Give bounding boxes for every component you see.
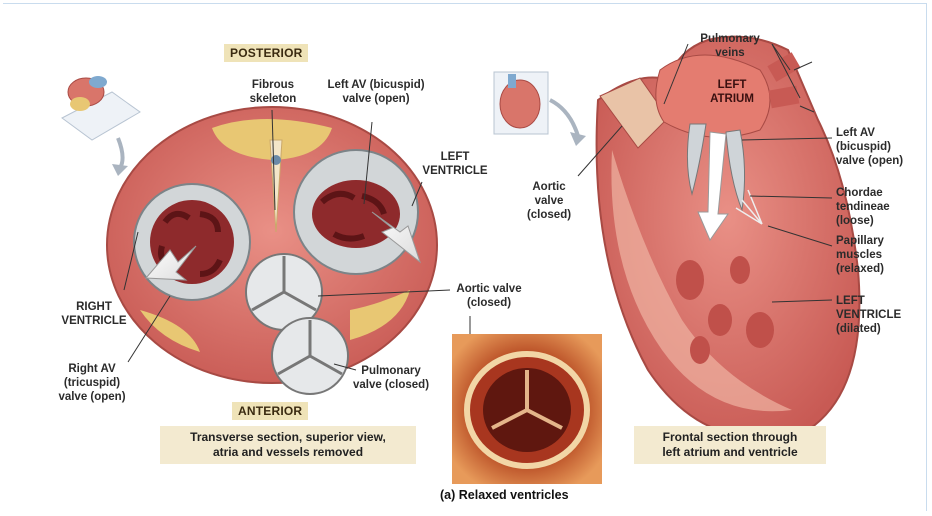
bicuspid-valve bbox=[294, 150, 418, 274]
frontal-caption: Frontal section through left atrium and … bbox=[634, 426, 826, 464]
left-atrium-label: LEFT ATRIUM bbox=[700, 78, 764, 106]
transverse-section bbox=[62, 76, 450, 394]
left-av-bicuspid-label: Left AV (bicuspid) valve (open) bbox=[836, 126, 926, 168]
orientation-heart-icon bbox=[494, 72, 586, 146]
pulmonary-valve-label: Pulmonary valve (closed) bbox=[336, 364, 446, 392]
posterior-label: POSTERIOR bbox=[224, 44, 308, 62]
right-ventricle-label: RIGHT VENTRICLE bbox=[50, 300, 138, 328]
aortic-valve-label: Aortic valve (closed) bbox=[444, 282, 534, 310]
coronary-vessel bbox=[271, 155, 281, 165]
aortic-valve-closed-label: Aortic valve (closed) bbox=[514, 180, 584, 222]
pulmonary-veins-label: Pulmonary veins bbox=[690, 32, 770, 60]
transverse-caption: Transverse section, superior view, atria… bbox=[160, 426, 416, 464]
valve-photo bbox=[452, 316, 602, 484]
papillary-muscles-label: Papillary muscles (relaxed) bbox=[836, 234, 926, 276]
left-ventricle-dilated-label: LEFT VENTRICLE (dilated) bbox=[836, 294, 926, 336]
left-av-valve-open-label: Left AV (bicuspid) valve (open) bbox=[316, 78, 436, 106]
tricuspid-valve bbox=[134, 184, 250, 300]
figure-title: (a) Relaxed ventricles bbox=[440, 488, 569, 502]
anterior-label: ANTERIOR bbox=[232, 402, 308, 420]
orientation-heart-icon bbox=[62, 76, 140, 176]
chordae-tendineae-label: Chordae tendineae (loose) bbox=[836, 186, 926, 228]
fibrous-skeleton-label: Fibrous skeleton bbox=[240, 78, 306, 106]
right-av-valve-label: Right AV (tricuspid) valve (open) bbox=[52, 362, 132, 404]
left-ventricle-label: LEFT VENTRICLE bbox=[410, 150, 500, 178]
